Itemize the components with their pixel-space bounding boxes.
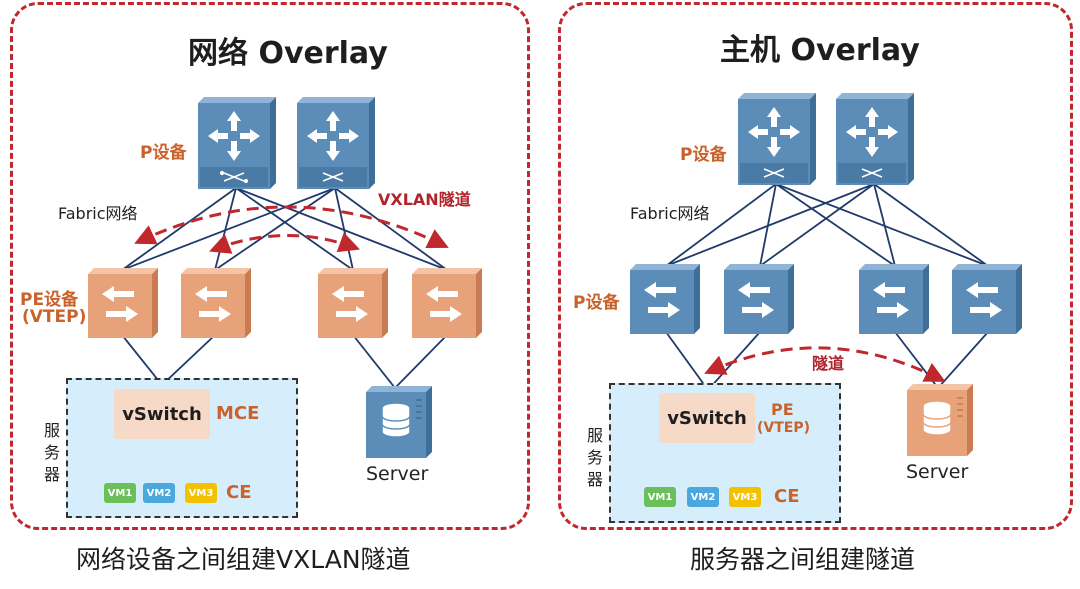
left-server-label: Server	[366, 463, 429, 485]
core-switch-icon	[836, 93, 914, 189]
core-switch-icon	[198, 97, 276, 193]
access-switch-icon	[318, 268, 388, 342]
server-icon	[907, 384, 973, 460]
right-caption: 服务器之间组建隧道	[690, 545, 916, 574]
left-vm1: VM1	[104, 483, 136, 503]
right-vswitch-vtep: (VTEP)	[757, 420, 811, 436]
left-panel	[10, 2, 530, 530]
right-p-device-label: P设备	[680, 145, 727, 165]
right-leaf-label: P设备	[573, 293, 620, 313]
left-vm3: VM3	[185, 483, 217, 503]
right-tunnel-label: 隧道	[812, 354, 845, 373]
left-server-box-label: 服务器	[43, 421, 60, 484]
server-icon	[366, 386, 432, 462]
right-vm-role: CE	[774, 486, 800, 507]
left-title: 网络 Overlay	[188, 36, 388, 71]
core-switch-icon	[738, 93, 816, 189]
access-switch-icon	[88, 268, 158, 342]
right-fabric-links	[665, 183, 989, 267]
left-caption: 网络设备之间组建VXLAN隧道	[76, 545, 411, 574]
right-vm3: VM3	[729, 487, 761, 507]
access-switch-icon	[724, 264, 794, 338]
right-vm1: VM1	[644, 487, 676, 507]
right-server-label: Server	[906, 461, 969, 483]
left-pe-vtep-label: (VTEP)	[22, 307, 87, 327]
right-vswitch-role: PE	[771, 400, 794, 419]
access-switch-icon	[859, 264, 929, 338]
access-switch-icon	[952, 264, 1022, 338]
left-vm2: VM2	[143, 483, 175, 503]
access-switch-icon	[412, 268, 482, 342]
left-tunnel-label: VXLAN隧道	[378, 190, 471, 209]
left-vswitch-role: MCE	[216, 403, 260, 424]
left-tunnel-inner	[209, 232, 360, 254]
access-switch-icon	[630, 264, 700, 338]
right-vm2: VM2	[687, 487, 719, 507]
right-title: 主机 Overlay	[720, 33, 920, 68]
left-fabric-label: Fabric网络	[58, 204, 138, 223]
right-tunnel	[704, 346, 946, 382]
right-panel	[558, 2, 1073, 530]
core-switch-icon	[297, 97, 375, 193]
right-fabric-label: Fabric网络	[630, 204, 710, 223]
left-p-device-label: P设备	[140, 143, 187, 163]
access-switch-icon	[181, 268, 251, 342]
left-tunnel-outer	[134, 205, 449, 249]
left-pe-label: PE设备	[20, 290, 79, 310]
left-vswitch: vSwitch	[114, 389, 210, 439]
right-server-box-label: 服务器	[586, 426, 603, 489]
right-vswitch: vSwitch	[659, 393, 755, 443]
left-vm-role: CE	[226, 482, 252, 503]
